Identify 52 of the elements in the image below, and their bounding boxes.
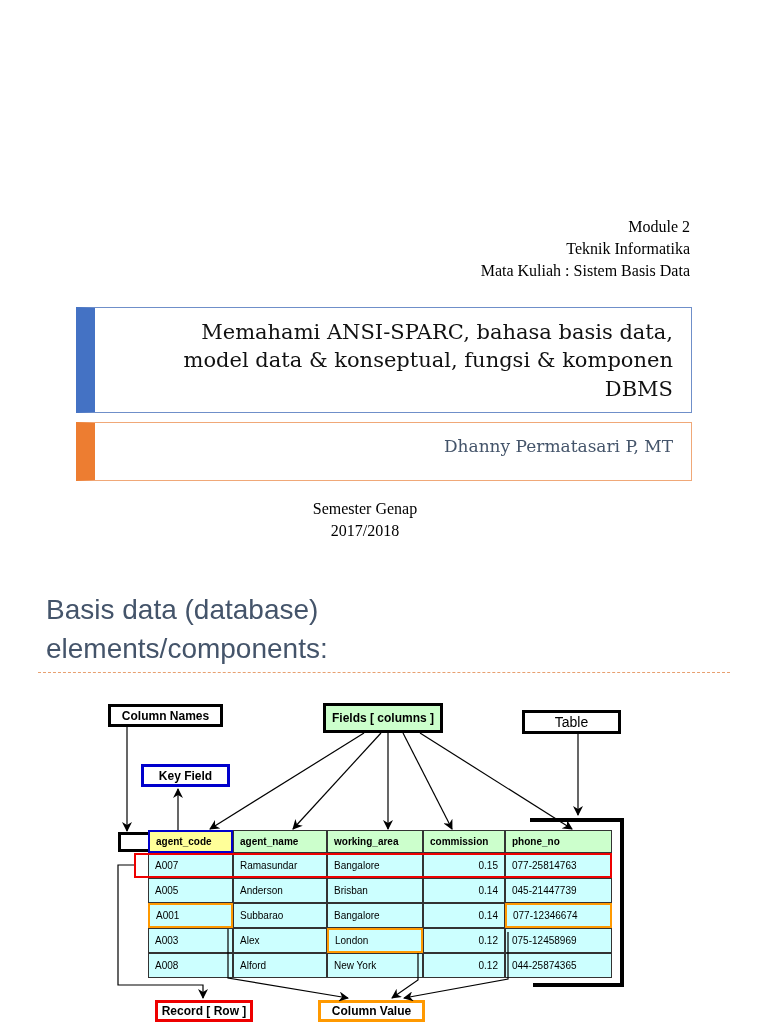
column-header: agent_code xyxy=(148,830,233,853)
column-header: phone_no xyxy=(505,830,612,853)
callout-box: Key Field xyxy=(141,764,230,787)
table-cell: 044-25874365 xyxy=(505,953,612,978)
column-header: agent_name xyxy=(233,830,327,853)
subtitle-text: Mata Kuliah : Sistem Basis Data xyxy=(479,261,690,281)
table-cell: Subbarao xyxy=(233,903,327,928)
header-row xyxy=(118,832,612,852)
table-cell: 077-12346674 xyxy=(505,903,612,928)
arrow xyxy=(173,788,183,831)
author-box: Dhanny Permatasari P, MT xyxy=(76,422,692,481)
table-cell: 075-12458969 xyxy=(505,928,612,953)
arrow xyxy=(573,733,583,816)
arrow xyxy=(292,732,382,830)
table-cell: A003 xyxy=(148,928,233,953)
arrow xyxy=(117,864,208,999)
arrow xyxy=(402,732,453,830)
column-header: commission xyxy=(423,830,505,853)
callout-box: Record [ Row ] xyxy=(155,1000,253,1022)
record-row xyxy=(134,853,612,878)
title-box: Memahami ANSI-SPARC, bahasa basis data, model data & konseptual, fungsi & komponen DBMS xyxy=(76,307,692,413)
table-cell: Bangalore xyxy=(327,903,423,928)
table-cell: Alex xyxy=(233,928,327,953)
table-cell: 0.14 xyxy=(423,878,505,903)
table-cell: 0.12 xyxy=(423,928,505,953)
section-heading: Basis data (database) elements/components: xyxy=(46,593,329,667)
arrow xyxy=(403,931,509,1002)
table-cell: 0.12 xyxy=(423,953,505,978)
callout-box: Column Value xyxy=(318,1000,425,1022)
subtitle-text: Semester Genap 2017/2018 xyxy=(311,499,419,542)
table-cell: London xyxy=(327,928,423,953)
table-cell: Alford xyxy=(233,953,327,978)
arrow xyxy=(227,928,349,1002)
callout-box: Fields [ columns ] xyxy=(323,703,443,733)
table-cell: New York xyxy=(327,953,423,978)
table-cell: Brisban xyxy=(327,878,423,903)
table-cell: Anderson xyxy=(233,878,327,903)
table-cell: A008 xyxy=(148,953,233,978)
table-cell: A001 xyxy=(148,903,233,928)
callout-box: Table xyxy=(522,710,621,734)
subtitle-text: Teknik Informatika xyxy=(565,239,690,259)
arrow xyxy=(419,732,573,830)
table-cell: A005 xyxy=(148,878,233,903)
callout-box: Column Names xyxy=(108,704,223,727)
arrow xyxy=(122,726,132,832)
table-cell: 045-21447739 xyxy=(505,878,612,903)
arrow xyxy=(209,732,365,830)
arrow xyxy=(391,952,419,999)
column-header: working_area xyxy=(327,830,423,853)
table-cell: 0.14 xyxy=(423,903,505,928)
arrow xyxy=(383,732,393,830)
subtitle-text: Module 2 xyxy=(627,217,690,237)
